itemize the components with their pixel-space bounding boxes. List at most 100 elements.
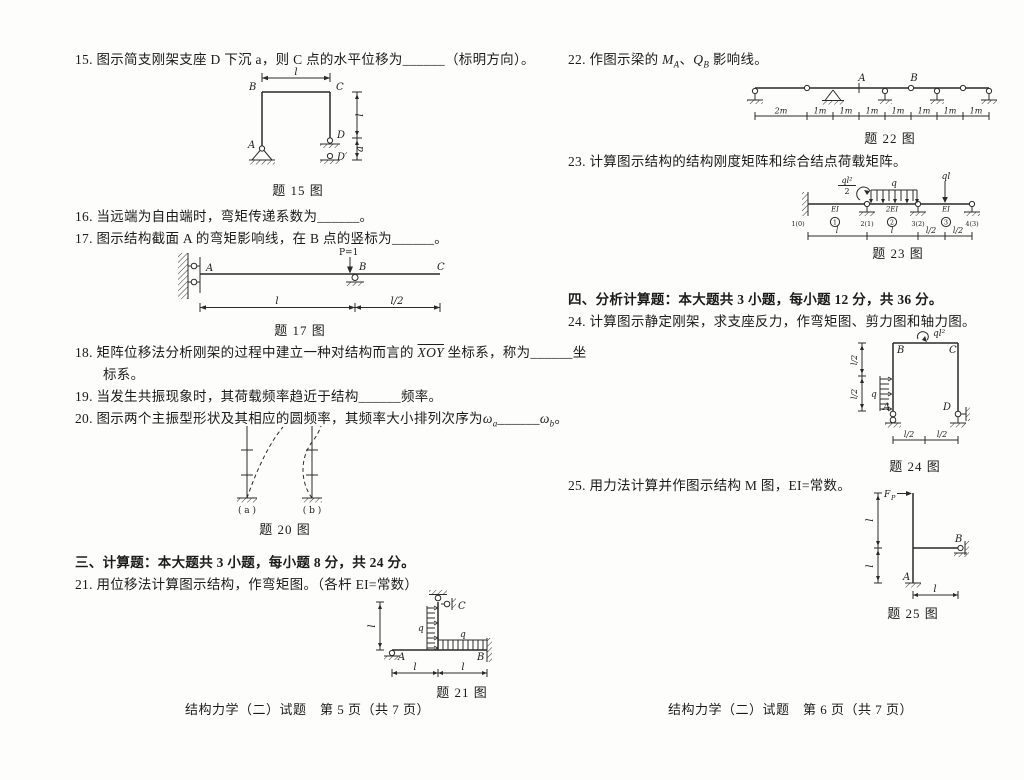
fig21-structure bbox=[384, 590, 492, 662]
question-16: 16. 当远端为自由端时，弯矩传递系数为______。 bbox=[75, 209, 374, 224]
fig23-elem-3: 3 bbox=[944, 218, 948, 226]
fig22-dim-5: 1m bbox=[918, 107, 931, 116]
q22-Q-sub: B bbox=[703, 59, 710, 70]
q22-M-sub: A bbox=[673, 59, 680, 70]
fig22-dim-2: 1m bbox=[840, 107, 853, 116]
fig25-F-sub: P bbox=[890, 494, 896, 502]
q20-omega-b: ω bbox=[539, 411, 550, 426]
fig24-caption: 题 24 图 bbox=[889, 459, 941, 474]
fig23-distributed-load: q bbox=[869, 179, 919, 204]
fig24-frame bbox=[885, 342, 970, 428]
fig23-moment-load: ql² 2 bbox=[838, 176, 871, 201]
fig21-label-B: B bbox=[476, 652, 484, 663]
fig23-dim-1: l bbox=[836, 226, 839, 235]
fig23-dimensions: l l l/2 l/2 bbox=[807, 226, 973, 240]
fig23-q-label: q bbox=[891, 179, 897, 189]
fig22-dim-7: 1m bbox=[970, 107, 983, 116]
q20-text: 20. 图示两个主振型形状及其相应的圆频率，其频率大小排列次序为 bbox=[75, 411, 483, 426]
fig25-dim-b: l bbox=[933, 584, 936, 595]
fig23-seg1-EI: EI bbox=[830, 206, 839, 214]
fig24-dimension-left: l/2 l/2 bbox=[850, 342, 866, 412]
q22-comma: 、 bbox=[679, 52, 694, 67]
fig22-labels: A B bbox=[857, 73, 917, 84]
fig20-mode-a: ( a ) bbox=[237, 426, 284, 516]
q18-text: 18. 矩阵位移法分析刚架的过程中建立一种对结构而言的 bbox=[75, 345, 418, 360]
fig15-labels: B C A D D′ bbox=[247, 82, 348, 163]
fig22-dim-3: 1m bbox=[866, 107, 879, 116]
fig24-distributed-load: q bbox=[871, 376, 893, 412]
section-4-heading: 四、分析计算题：本大题共 3 小题，每小题 12 分，共 36 分。 bbox=[568, 292, 943, 307]
fig17-beam bbox=[200, 273, 440, 286]
fig15-dim-right-a: a bbox=[355, 146, 366, 152]
fig24-labels: B C A D bbox=[882, 345, 957, 413]
fig15-label-C: C bbox=[336, 82, 344, 93]
fig23-moment-num: ql² bbox=[842, 176, 853, 185]
fig15-caption: 题 15 图 bbox=[272, 183, 324, 198]
fig23-ql-label: ql bbox=[942, 172, 951, 182]
fig20-caption: 题 20 图 bbox=[259, 522, 311, 537]
fig24-moment-load: ql² bbox=[916, 329, 946, 342]
q20-omega-b-sub: b bbox=[549, 418, 555, 429]
fig17-label-B: B bbox=[358, 262, 366, 273]
fig21-q-column: q bbox=[418, 624, 424, 634]
fig23-seg3-EI: EI bbox=[941, 206, 950, 214]
question-19: 19. 当发生共振现象时，其荷载频率趋近于结构______频率。 bbox=[75, 389, 443, 404]
fig24-label-C: C bbox=[949, 345, 957, 356]
fig22-label-B: B bbox=[909, 73, 917, 84]
fig21-q-beam: q bbox=[460, 630, 466, 640]
fig21-dim-b1: l bbox=[413, 662, 416, 673]
question-25: 25. 用力法计算并作图示结构 M 图，EI=常数。 bbox=[568, 478, 852, 493]
fig24-dim-b2: l/2 bbox=[937, 430, 947, 439]
fig23-dim-4: l/2 bbox=[953, 226, 963, 235]
fig20-mode-b: ( b ) bbox=[302, 425, 322, 516]
fig15-label-D: D bbox=[336, 130, 345, 141]
fig15-dimension-top: l bbox=[261, 67, 331, 82]
fig21-labels: C A B bbox=[397, 601, 484, 663]
fig23-element-numbers: 1 2 3 bbox=[829, 216, 952, 228]
fig23-elem-1: 1 bbox=[833, 218, 837, 226]
fig17-dimensions: l l/2 bbox=[199, 296, 441, 312]
fig20-drawing: ( a ) ( b ) bbox=[237, 425, 322, 516]
fig22-dim-6: 1m bbox=[944, 107, 957, 116]
fig23-seg2-2EI: 2EI bbox=[885, 206, 899, 214]
fig24-moment-label: ql² bbox=[933, 329, 946, 339]
question-20: 20. 图示两个主振型形状及其相应的圆频率，其频率大小排列次序为 ω a______… bbox=[75, 407, 568, 429]
fig23-moment-den: 2 bbox=[844, 187, 849, 196]
q20-period: 。 bbox=[554, 411, 569, 426]
fig21-dimension-bottom: l l bbox=[391, 662, 488, 677]
fig23-node-4: 4(3) bbox=[965, 220, 979, 228]
fig25-caption: 题 25 图 bbox=[887, 606, 939, 621]
fig21-dimension-left: l bbox=[367, 601, 384, 651]
fig24-dim-b1: l/2 bbox=[904, 430, 914, 439]
section-3-heading: 三、计算题：本大题共 3 小题，每小题 8 分，共 24 分。 bbox=[75, 555, 416, 570]
fig25-force: F P bbox=[883, 490, 912, 502]
fig17-dim-l: l bbox=[275, 296, 278, 307]
fig22-beam bbox=[747, 83, 997, 105]
q22-M: M bbox=[662, 52, 674, 67]
question-24: 24. 计算图示静定刚架，求支座反力，作弯矩图、剪力图和轴力图。 bbox=[568, 314, 976, 329]
fig23-node-3: 3(2) bbox=[911, 220, 925, 228]
fig15-frame bbox=[249, 91, 340, 165]
footer-page5: 结构力学（二）试题 第 5 页（共 7 页） bbox=[185, 702, 431, 717]
fig21-load-beam: q bbox=[438, 630, 487, 650]
fig21-dim-b2: l bbox=[461, 662, 464, 673]
fig24-label-D: D bbox=[942, 402, 951, 413]
fig25-label-A: A bbox=[902, 572, 910, 583]
fig25-label-B: B bbox=[954, 534, 962, 545]
footer-page6: 结构力学（二）试题 第 6 页（共 7 页） bbox=[668, 702, 914, 717]
fig20-label-b: ( b ) bbox=[303, 505, 322, 516]
q22-text-post: 影响线。 bbox=[709, 52, 769, 67]
fig23-dim-2: l bbox=[891, 226, 894, 235]
fig15-label-D-prime: D′ bbox=[336, 152, 348, 163]
fig23-segment-labels: EI 2EI EI bbox=[830, 206, 950, 214]
q20-omega-a-sub: a bbox=[492, 418, 498, 429]
question-21: 21. 用位移法计算图示结构，作弯矩图。（各杆 EI=常数） bbox=[75, 577, 419, 592]
q20-blank: ______ bbox=[497, 411, 540, 426]
fig24-label-B: B bbox=[896, 345, 904, 356]
fig25-dimension-bottom: l bbox=[912, 584, 959, 599]
fig25-F-label: F bbox=[883, 490, 891, 500]
fig25-structure bbox=[905, 493, 969, 588]
fig22-dim-1: 1m bbox=[814, 107, 827, 116]
fig23-elem-2: 2 bbox=[890, 218, 894, 226]
